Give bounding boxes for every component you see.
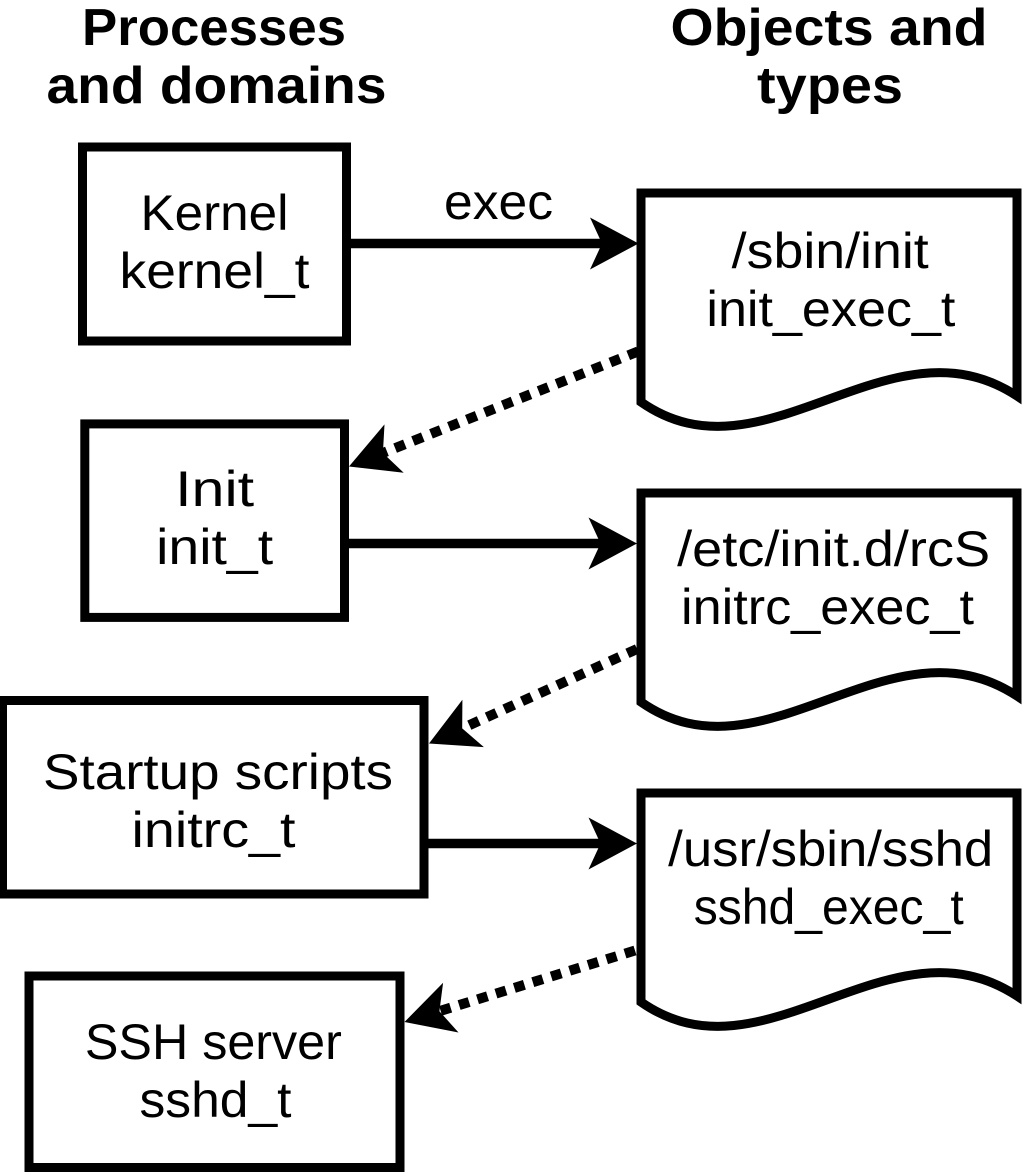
svg-text:/sbin/init: /sbin/init [732, 223, 929, 279]
svg-text:and domains: and domains [47, 57, 387, 115]
svg-text:Init: Init [175, 461, 254, 517]
svg-text:Objects and: Objects and [671, 0, 988, 57]
svg-text:sshd_exec_t: sshd_exec_t [694, 879, 964, 935]
svg-text:Kernel: Kernel [141, 185, 289, 241]
svg-text:Startup scripts: Startup scripts [43, 744, 393, 800]
svg-text:Processes: Processes [82, 0, 346, 57]
svg-text:exec: exec [444, 174, 553, 230]
svg-text:SSH server: SSH server [85, 1014, 342, 1070]
svg-text:/usr/sbin/sshd: /usr/sbin/sshd [668, 821, 993, 877]
svg-text:init_t: init_t [156, 519, 273, 575]
svg-text:init_exec_t: init_exec_t [706, 281, 955, 337]
svg-text:sshd_t: sshd_t [140, 1072, 292, 1128]
svg-text:types: types [757, 57, 903, 115]
svg-text:initrc_t: initrc_t [132, 802, 296, 858]
svg-text:initrc_exec_t: initrc_exec_t [681, 579, 974, 635]
svg-text:/etc/init.d/rcS: /etc/init.d/rcS [677, 521, 990, 577]
svg-text:kernel_t: kernel_t [120, 243, 310, 299]
